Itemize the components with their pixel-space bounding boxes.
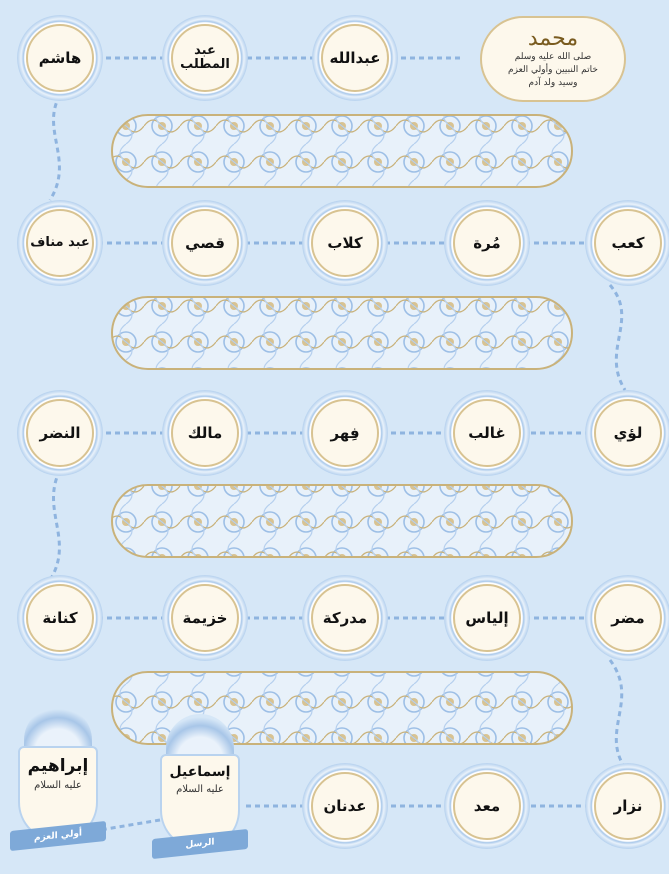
ancestor-node: مُرة <box>450 206 524 280</box>
ancestor-node: النضر <box>23 396 97 470</box>
prophet-ribbon: الرسل <box>152 829 248 859</box>
ancestor-node: نزار <box>591 769 665 843</box>
node-disc: عبدالله <box>321 24 389 92</box>
ancestor-node: كنانة <box>23 581 97 655</box>
cartouche-line-1: خاتم النبيين وأولي العزم <box>482 64 624 77</box>
node-disc: مدركة <box>311 584 379 652</box>
node-disc: غالب <box>453 399 521 467</box>
node-disc: فِهر <box>311 399 379 467</box>
ancestor-name: مدركة <box>323 610 367 626</box>
ancestor-name: مُرة <box>473 235 500 251</box>
muhammad-cartouche: محمد صلى الله عليه وسلم خاتم النبيين وأو… <box>450 8 662 108</box>
ancestor-name: عبد المطلب <box>173 44 237 72</box>
prophet-honorific: عليه السلام <box>162 784 238 795</box>
ancestor-node: مدركة <box>308 581 382 655</box>
ancestor-name: قصي <box>185 235 225 251</box>
ancestor-name: غالب <box>468 425 505 441</box>
node-disc: عبد مناف <box>26 209 94 277</box>
ancestor-node: إلياس <box>450 581 524 655</box>
ancestor-name: عبد مناف <box>30 236 90 250</box>
node-disc: لؤي <box>594 399 662 467</box>
ancestor-node: عبد المطلب <box>168 21 242 95</box>
ancestor-name: عدنان <box>324 798 367 814</box>
node-disc: إلياس <box>453 584 521 652</box>
node-disc: النضر <box>26 399 94 467</box>
ancestor-node: فِهر <box>308 396 382 470</box>
ancestor-node: معد <box>450 769 524 843</box>
node-disc: مُرة <box>453 209 521 277</box>
node-disc: عدنان <box>311 772 379 840</box>
ancestor-name: خزيمة <box>183 610 228 626</box>
cartouche-honorific: صلى الله عليه وسلم <box>482 51 624 64</box>
ancestor-name: معد <box>474 798 500 814</box>
ancestor-name: عبدالله <box>329 50 380 66</box>
ancestor-name: نزار <box>614 798 643 814</box>
ancestor-name: مالك <box>188 425 223 441</box>
ancestor-node: لؤي <box>591 396 665 470</box>
node-disc: معد <box>453 772 521 840</box>
node-disc: كعب <box>594 209 662 277</box>
ancestor-name: هاشم <box>39 50 82 66</box>
node-disc: كلاب <box>311 209 379 277</box>
prophet-name: إبراهيم <box>20 756 96 776</box>
cartouche-frame: محمد صلى الله عليه وسلم خاتم النبيين وأو… <box>480 16 626 102</box>
ancestor-name: النضر <box>39 425 80 441</box>
ancestor-node: كعب <box>591 206 665 280</box>
prophet-name: إسماعيل <box>162 764 238 780</box>
ancestor-node: مضر <box>591 581 665 655</box>
prophet-shield-ibrahim: إبراهيم عليه السلام أولي العزم <box>10 706 106 856</box>
ancestor-node: خزيمة <box>168 581 242 655</box>
cartouche-line-2: وسيد ولد آدم <box>482 77 624 90</box>
node-disc: مضر <box>594 584 662 652</box>
node-disc: قصي <box>171 209 239 277</box>
ancestor-node: مالك <box>168 396 242 470</box>
ancestor-name: لؤي <box>614 425 643 441</box>
ancestor-name: كعب <box>611 235 644 251</box>
node-disc: نزار <box>594 772 662 840</box>
ancestor-node: غالب <box>450 396 524 470</box>
ancestor-node: عبدالله <box>318 21 392 95</box>
node-disc: مالك <box>171 399 239 467</box>
ancestor-node: قصي <box>168 206 242 280</box>
prophet-shield-ismail: إسماعيل عليه السلام الرسل <box>152 714 248 864</box>
ancestor-name: كلاب <box>327 235 362 251</box>
cartouche-title: محمد <box>482 26 624 51</box>
ancestor-name: إلياس <box>465 610 508 626</box>
ancestor-node: كلاب <box>308 206 382 280</box>
node-disc: عبد المطلب <box>171 24 239 92</box>
prophet-honorific: عليه السلام <box>20 780 96 791</box>
node-disc: كنانة <box>26 584 94 652</box>
ancestor-name: مضر <box>611 610 644 626</box>
ancestor-node: عبد مناف <box>23 206 97 280</box>
node-disc: خزيمة <box>171 584 239 652</box>
prophet-ribbon: أولي العزم <box>10 821 106 851</box>
ancestor-name: كنانة <box>42 610 77 626</box>
ancestor-name: فِهر <box>330 425 359 441</box>
ancestor-node: عدنان <box>308 769 382 843</box>
node-disc: هاشم <box>26 24 94 92</box>
ancestor-node: هاشم <box>23 21 97 95</box>
